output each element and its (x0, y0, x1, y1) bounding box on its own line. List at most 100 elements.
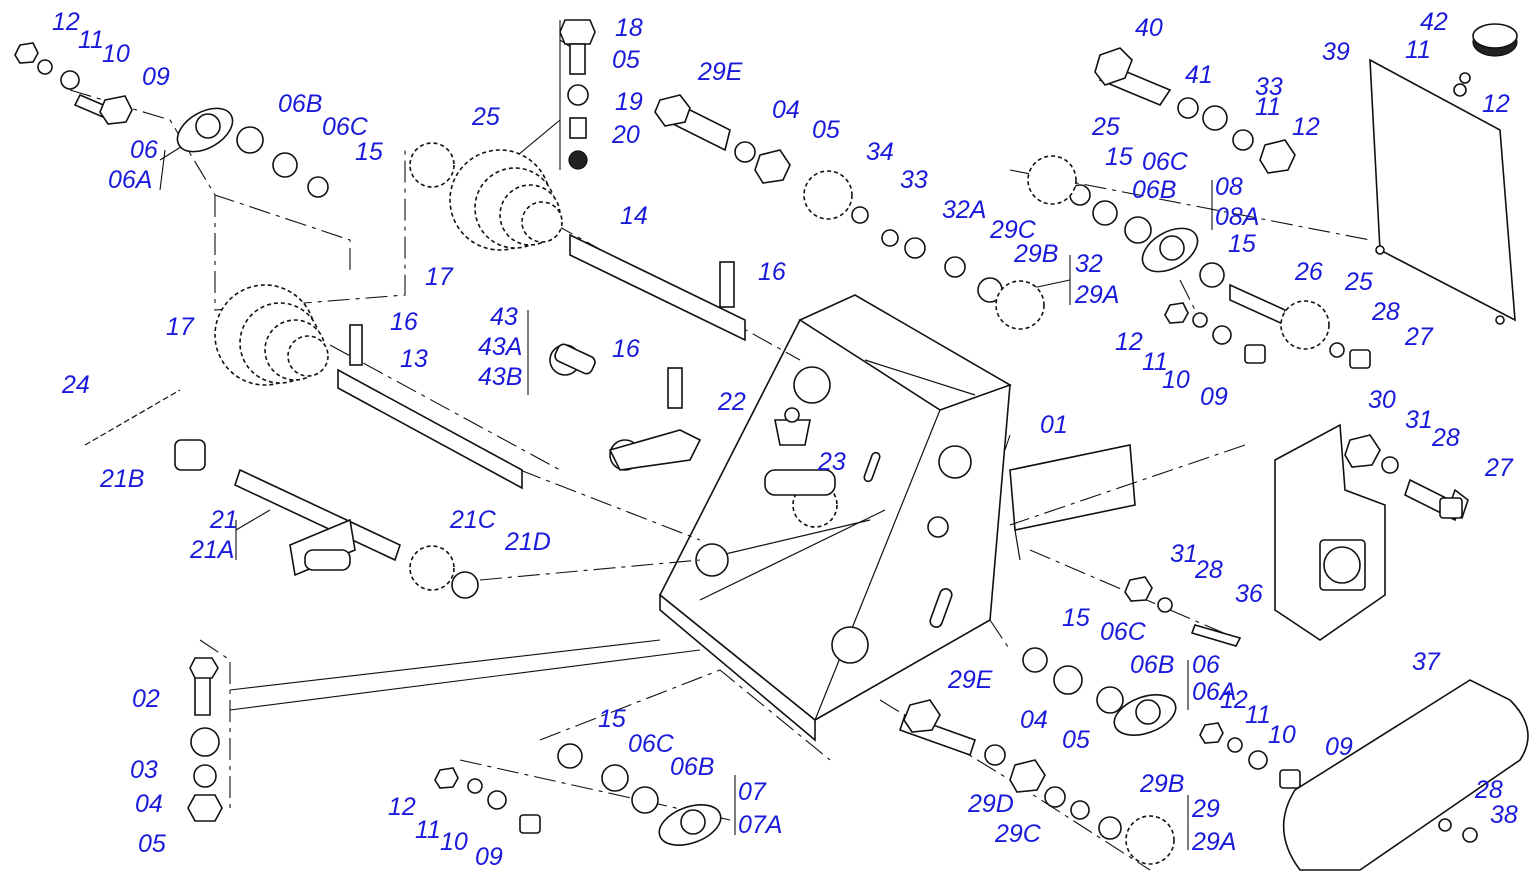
callout-label: 16 (390, 308, 418, 336)
callout-label: 15 (355, 138, 383, 166)
sprocket-cluster-left (214, 284, 329, 386)
callout-label: 09 (1325, 733, 1353, 761)
callout-label: 22 (717, 388, 746, 416)
callout-label: 11 (415, 816, 441, 844)
callout-label: 12 (388, 793, 416, 821)
callout-label: 10 (440, 828, 468, 856)
callout-label: 06C (1142, 148, 1189, 176)
callout-label: 03 (130, 756, 158, 784)
callout-label: 37 (1412, 648, 1441, 676)
callout-label: 23 (817, 448, 846, 476)
callout-label: 04 (135, 790, 163, 818)
callout-label: 20 (611, 121, 640, 149)
callout-label: 10 (1268, 721, 1296, 749)
callout-label: 05 (812, 116, 840, 144)
callout-label: 28 (1194, 556, 1223, 584)
callout-label: 17 (166, 313, 195, 341)
callout-label: 04 (1020, 706, 1048, 734)
callout-label: 29E (697, 58, 743, 86)
washers-and-rings (37, 59, 1478, 843)
callout-label: 43B (478, 363, 522, 391)
sprockets (214, 142, 1330, 865)
callout-label: 27 (1404, 323, 1434, 351)
callout-label: 29B (1139, 770, 1184, 798)
callout-label: 29 (1191, 795, 1220, 823)
callout-label: 05 (1062, 726, 1090, 754)
callout-label: 17 (425, 263, 454, 291)
callout-label: 28 (1371, 298, 1400, 326)
callout-label: 05 (612, 46, 640, 74)
callout-label: 18 (615, 14, 643, 42)
callout-label: 24 (61, 371, 90, 399)
callout-label: 09 (1200, 383, 1228, 411)
sprocket-cluster-top (449, 149, 563, 251)
callout-label: 07 (738, 778, 767, 806)
callout-label: 27 (1484, 454, 1514, 482)
callout-label: 36 (1235, 580, 1263, 608)
callout-label: 11 (1405, 36, 1431, 64)
callout-label: 42 (1420, 8, 1448, 36)
callout-label: 31 (1405, 406, 1433, 434)
callout-label: 06C (628, 730, 675, 758)
callout-label: 13 (400, 345, 428, 373)
callout-label: 29A (1074, 281, 1119, 309)
callout-label: 15 (1228, 230, 1256, 258)
callout-label: 32 (1075, 250, 1103, 278)
callout-label: 28 (1431, 424, 1460, 452)
main-frame (658, 294, 1136, 742)
callout-label: 21B (99, 465, 144, 493)
callout-label: 14 (620, 202, 648, 230)
callout-label: 29D (967, 790, 1014, 818)
callout-label: 43 (490, 303, 518, 331)
callout-label: 38 (1490, 801, 1518, 829)
callout-label: 06 (130, 136, 158, 164)
callout-label: 29E (947, 666, 993, 694)
callout-label: 06 (1192, 651, 1220, 679)
callout-label: 06B (1132, 176, 1176, 204)
callout-label: 08 (1215, 173, 1243, 201)
callout-label: 12 (52, 8, 80, 36)
callout-label: 15 (598, 705, 626, 733)
callout-label: 12 (1292, 113, 1320, 141)
callout-label: 30 (1368, 386, 1396, 414)
callout-label: 11 (1142, 348, 1168, 376)
callout-label: 06B (278, 90, 322, 118)
callout-label: 16 (612, 335, 640, 363)
callout-label: 33 (900, 166, 928, 194)
callout-label: 06B (1130, 651, 1174, 679)
callout-label: 15 (1105, 143, 1133, 171)
callout-label: 11 (1245, 701, 1271, 729)
callout-label: 09 (142, 63, 170, 91)
callout-label: 39 (1322, 38, 1350, 66)
callout-label: 10 (102, 40, 130, 68)
callout-label: 06C (1100, 618, 1147, 646)
callout-label: 33 (1255, 73, 1283, 101)
callout-label: 29A (1191, 828, 1236, 856)
callout-label: 34 (866, 138, 894, 166)
callout-label: 29C (989, 216, 1037, 244)
callout-label: 12 (1482, 90, 1510, 118)
callout-label: 06B (670, 753, 714, 781)
callout-labels: 12 11 10 09 06 06A 06B 06C 15 18 05 19 2… (52, 8, 1518, 871)
callout-label: 21C (449, 506, 497, 534)
callout-label: 31 (1170, 540, 1198, 568)
callout-label: 06C (322, 113, 369, 141)
flange-bearings (176, 107, 1199, 846)
other-components (84, 23, 1529, 871)
callout-label: 19 (615, 88, 643, 116)
callout-label: 05 (138, 830, 166, 858)
callout-label: 10 (1162, 366, 1190, 394)
callout-label: 21D (504, 528, 551, 556)
callout-label: 15 (1062, 604, 1090, 632)
callout-label: 40 (1135, 14, 1163, 42)
callout-label: 21 (209, 506, 238, 534)
callout-label: 09 (475, 843, 503, 871)
callout-label: 29B (1013, 240, 1058, 268)
callout-label: 06A (1192, 678, 1236, 706)
callout-label: 11 (1255, 93, 1281, 121)
callout-label: 29C (994, 820, 1042, 848)
callout-label: 16 (758, 258, 786, 286)
callout-label: 08A (1215, 203, 1259, 231)
callout-label: 12 (1220, 686, 1248, 714)
callout-label: 25 (1344, 268, 1373, 296)
